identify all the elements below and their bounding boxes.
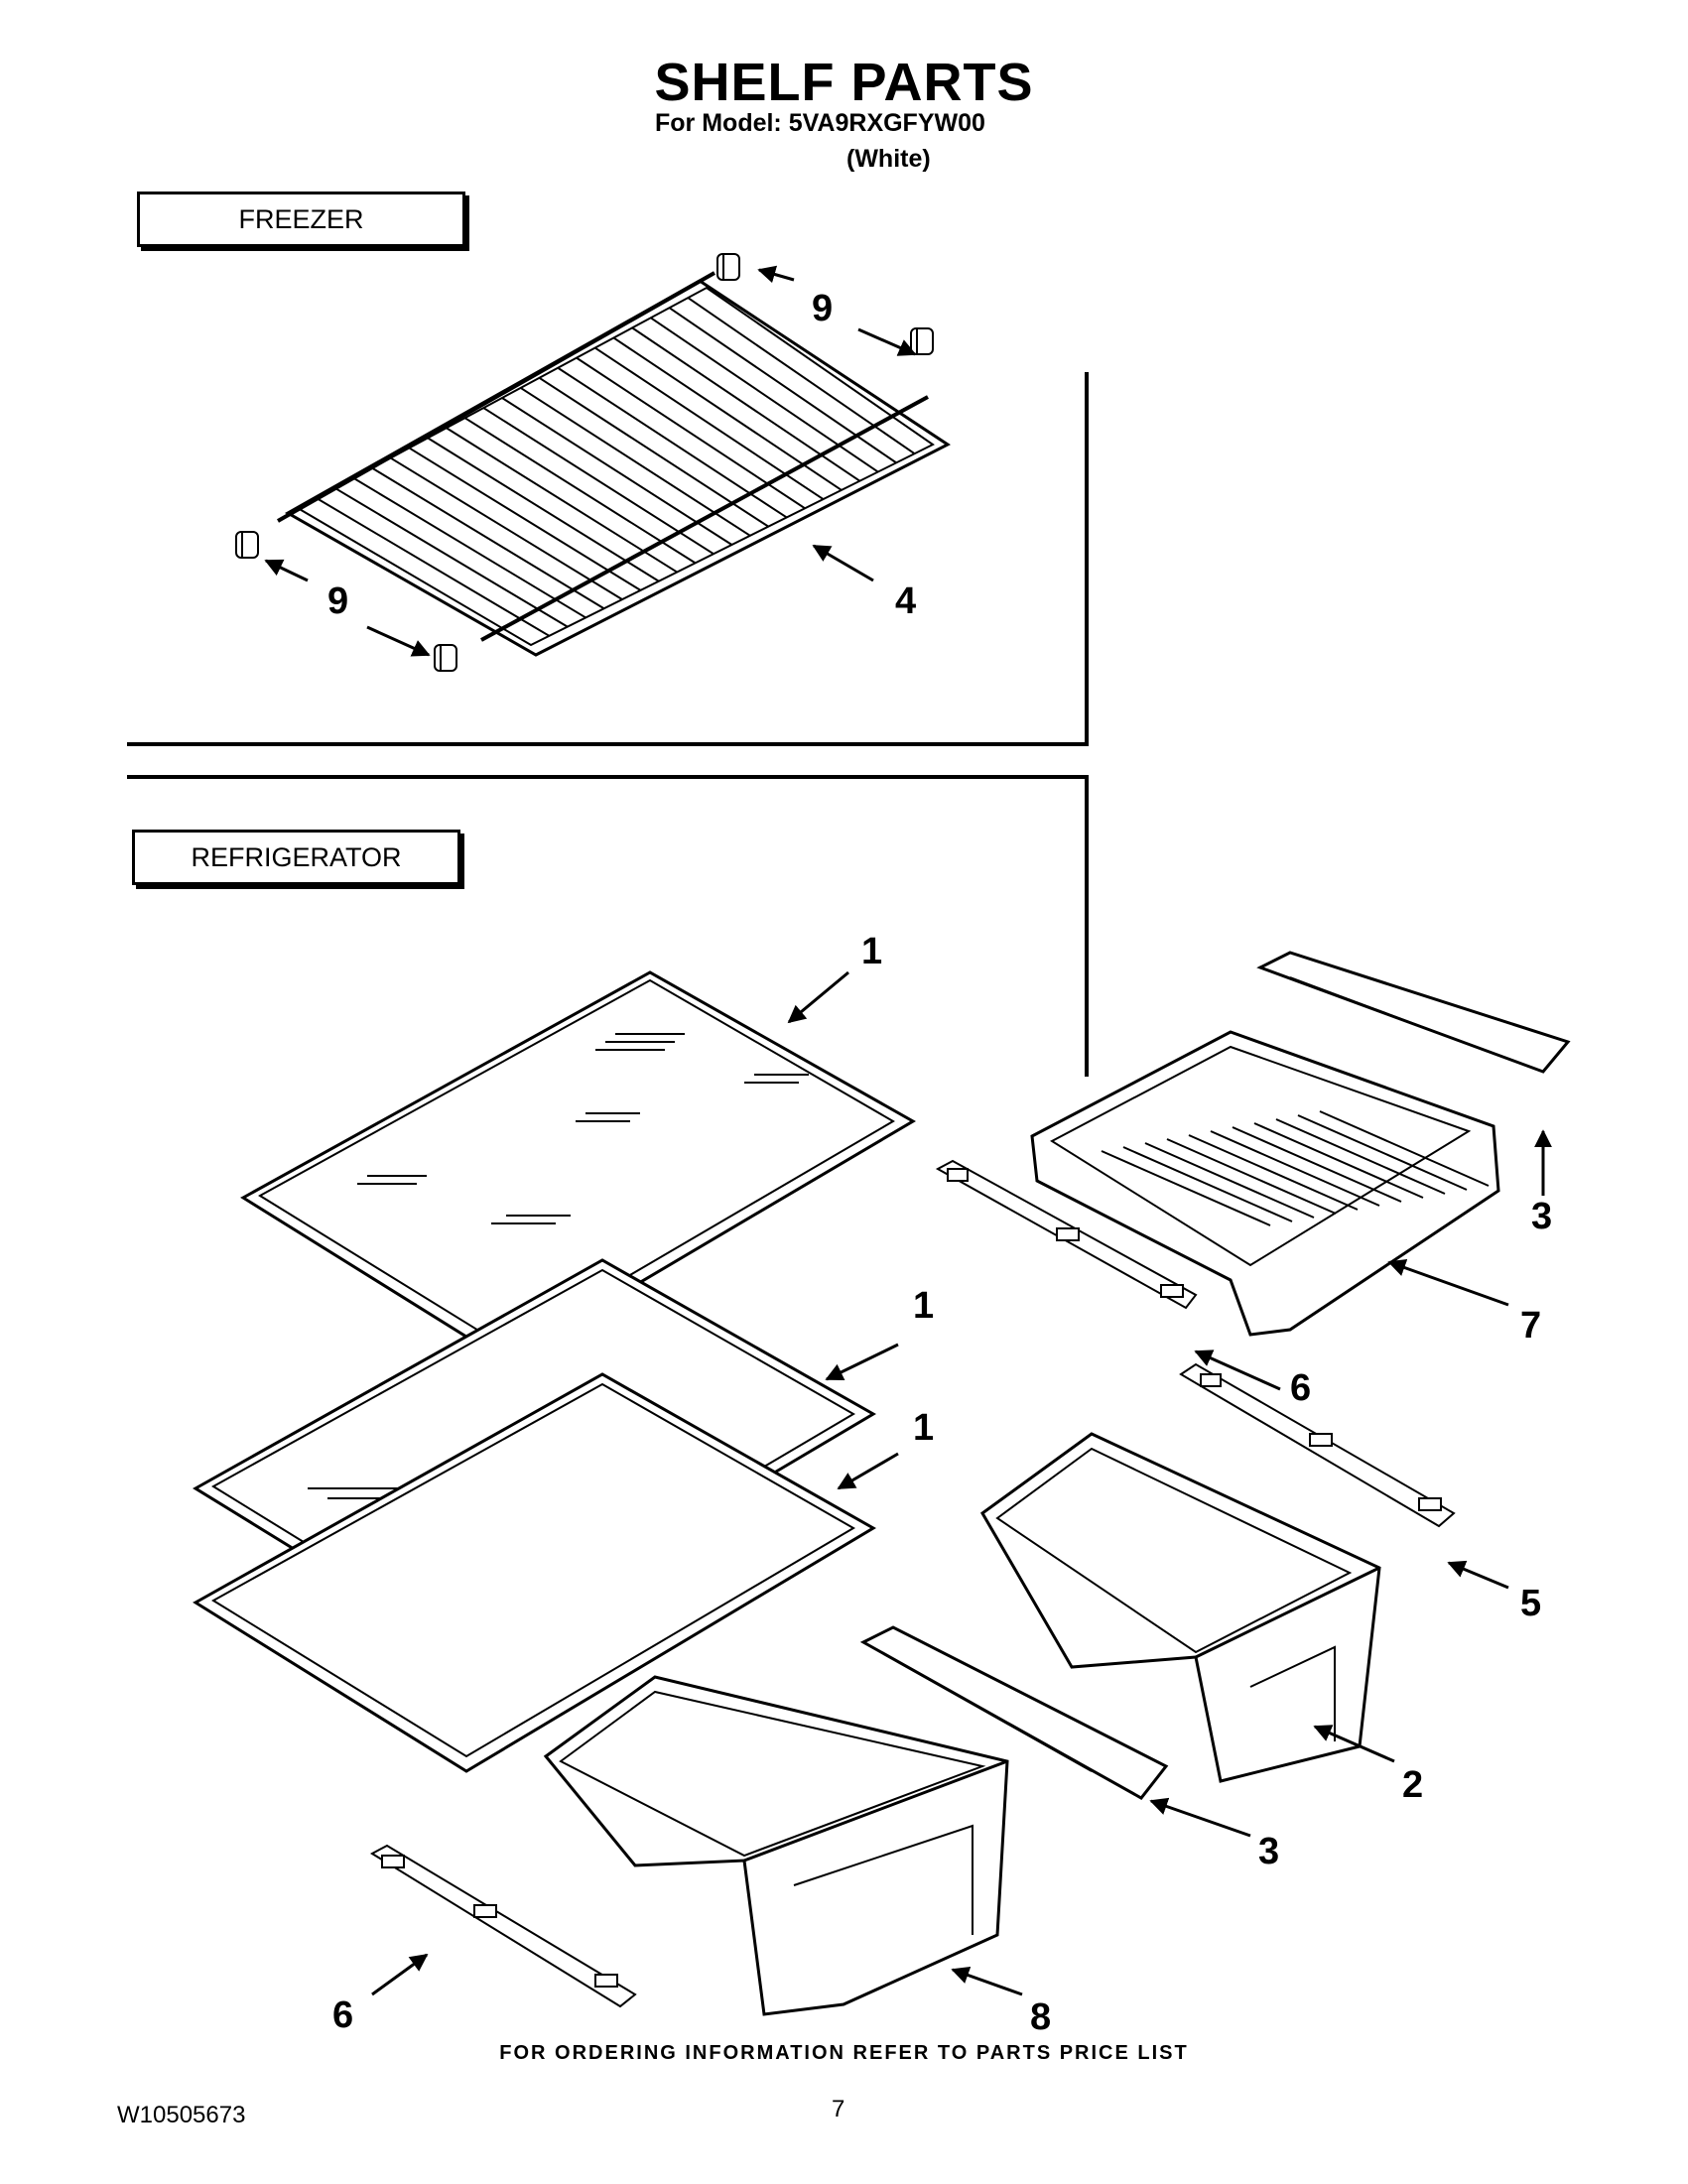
shelf-pin — [716, 253, 740, 281]
pan-rib — [1210, 1130, 1380, 1207]
model-line: For Model: 5VA9RXGFYW00 — [655, 109, 985, 137]
shelf-wire — [631, 326, 860, 482]
section-divider — [127, 372, 1089, 1077]
callout-rail-top: 6 — [1290, 1367, 1312, 1409]
shelf-wire — [371, 466, 605, 610]
crisper-drawer-right — [980, 1432, 1381, 1783]
color-line: (White) — [846, 145, 931, 173]
crisper-drawer-left — [543, 1675, 1009, 2016]
pan-rib — [1232, 1126, 1402, 1203]
page-number: 7 — [832, 2096, 845, 2122]
shelf-pin — [235, 531, 259, 559]
callout-crisper-right: 2 — [1402, 1764, 1424, 1806]
shelf-wire — [316, 497, 550, 637]
glass-shelf-top — [240, 970, 916, 1363]
shelf-wire — [352, 476, 586, 619]
shelf-wire — [538, 376, 769, 528]
shelf-pin — [910, 327, 934, 355]
callout-cover-top: 3 — [1531, 1196, 1553, 1237]
callout-glass-shelf-top: 1 — [861, 931, 883, 972]
shelf-pin — [434, 644, 457, 672]
shelf-wire — [687, 297, 916, 455]
pan-rib — [1188, 1134, 1359, 1211]
callout-cover-bottom: 3 — [1258, 1831, 1280, 1872]
callout-crisper-left: 8 — [1030, 1996, 1052, 2038]
callout-rail-right: 5 — [1520, 1583, 1542, 1624]
shelf-wire — [333, 486, 569, 628]
pan-rib — [1275, 1118, 1446, 1195]
shelf-wire — [650, 317, 879, 473]
crisper-cover-bottom — [859, 1625, 1169, 1800]
page-title: SHELF PARTS — [654, 53, 1034, 112]
pan-rib — [1144, 1142, 1315, 1219]
freezer-section-label: FREEZER — [137, 192, 465, 247]
pan-rib — [1101, 1150, 1271, 1226]
shelf-wire — [427, 437, 660, 582]
callout-rail-bottom: 6 — [332, 1994, 354, 2036]
drawer-rail-right — [1179, 1362, 1456, 1528]
shelf-wire — [557, 366, 788, 519]
callout-pin-bottom: 9 — [327, 580, 349, 622]
meat-pan — [1030, 1030, 1500, 1337]
callout-pin-top: 9 — [812, 288, 834, 329]
drawer-rail-bottom — [369, 1844, 637, 2008]
document-number: W10505673 — [117, 2102, 246, 2128]
pan-rib — [1122, 1146, 1293, 1222]
shelf-wire — [390, 456, 623, 600]
pan-rib — [1319, 1110, 1490, 1187]
callout-glass-shelf-mid: 1 — [913, 1285, 935, 1327]
shelf-wire — [501, 397, 733, 546]
shelf-wire — [408, 447, 641, 591]
shelf-wire — [464, 417, 697, 565]
pan-rib — [1166, 1138, 1337, 1215]
shelf-wire — [446, 427, 678, 574]
freezer-wire-shelf — [277, 271, 951, 657]
drawer-rail-top — [935, 1159, 1198, 1310]
pan-rib — [1297, 1114, 1468, 1191]
shelf-wire — [594, 346, 825, 500]
callout-glass-shelf-bottom: 1 — [913, 1407, 935, 1449]
ordering-note: FOR ORDERING INFORMATION REFER TO PARTS … — [499, 2042, 1189, 2064]
callout-wire-shelf: 4 — [895, 580, 917, 622]
callout-meat-pan: 7 — [1520, 1305, 1542, 1347]
shelf-wire — [520, 387, 751, 537]
shelf-wire — [612, 336, 843, 491]
pan-rib — [1253, 1122, 1424, 1199]
crisper-cover-top — [1256, 951, 1571, 1074]
shelf-wire — [576, 356, 806, 510]
callout-arrows — [264, 265, 1552, 1996]
glass-shelf-bottom — [193, 1372, 876, 1773]
refrigerator-section-label: REFRIGERATOR — [132, 830, 460, 885]
shelf-wire — [482, 407, 714, 556]
